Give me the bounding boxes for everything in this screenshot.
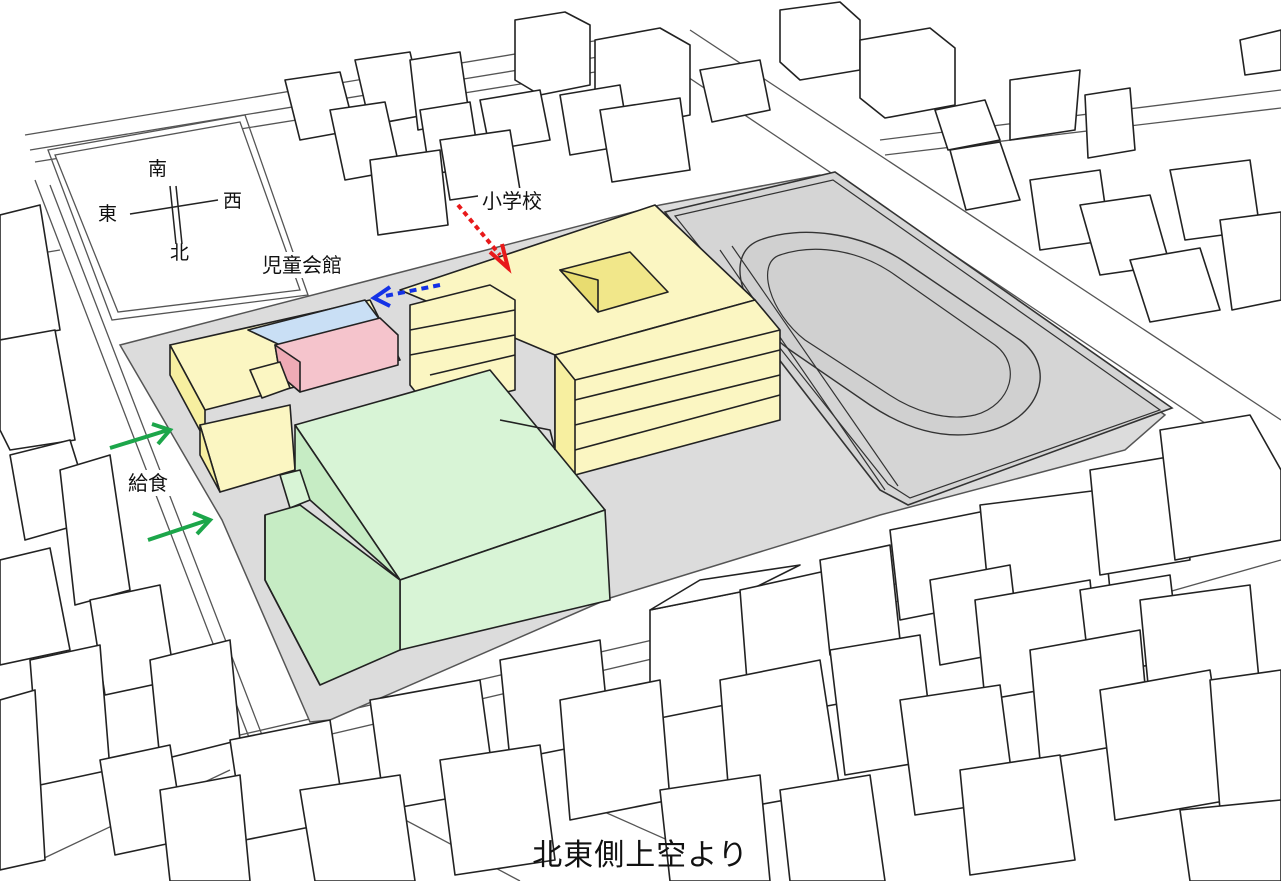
label-school-lunch: 給食 [124, 470, 172, 496]
label-childrens-hall: 児童会館 [258, 252, 346, 278]
surrounding-buildings-west [0, 204, 241, 871]
compass-rose [129, 185, 219, 245]
elementary-school-building [169, 204, 781, 493]
gymnasium-building [264, 369, 611, 686]
lunch-arrow-2 [147, 518, 209, 542]
school-arrow [456, 203, 502, 257]
surrounding-buildings-south [159, 414, 1281, 882]
sports-field [663, 171, 1174, 506]
childrens-hall-building [247, 299, 399, 399]
compass-west: 西 [223, 190, 243, 212]
compass-east: 東 [98, 203, 118, 225]
lunch-arrow-1 [109, 428, 169, 450]
compass-south: 南 [148, 158, 168, 180]
city-block-outline [47, 114, 309, 321]
diagram-caption: 北東側上空より [532, 838, 749, 873]
childrens-hall-arrow [384, 283, 441, 298]
surrounding-buildings-north [284, 1, 1281, 323]
label-elementary-school: 小学校 [478, 188, 546, 214]
arrows [109, 203, 512, 542]
compass-north: 北 [170, 242, 190, 264]
